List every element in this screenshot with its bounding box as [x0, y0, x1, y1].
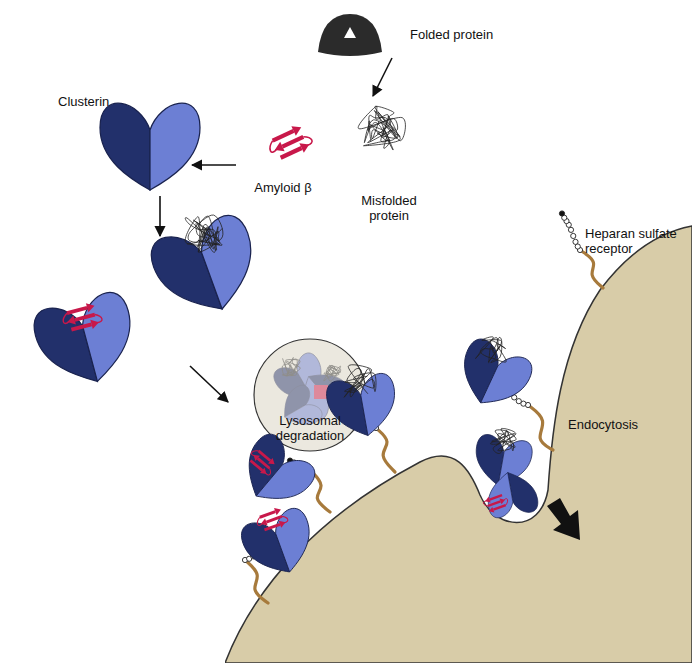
part-label: Folded protein: [410, 27, 520, 42]
process-label: Endocytosis: [568, 417, 658, 432]
clusterin: [237, 505, 321, 584]
clusterin: [29, 288, 143, 393]
part-label: Misfolded protein: [353, 193, 425, 223]
amyloid-beta: [245, 445, 279, 478]
part-label: Heparan sulfate receptor: [585, 226, 689, 256]
folded-protein-icon: [318, 14, 382, 56]
cell-region: Lysosomal degradation Endocytosis: [225, 200, 692, 663]
misfolded-protein: [324, 365, 341, 381]
endocytosis-arrow: [547, 498, 580, 540]
misfolded-protein: [476, 337, 507, 363]
clusterin: [324, 371, 401, 441]
clusterin: [145, 210, 269, 326]
clusterin: [450, 335, 537, 417]
amyloid-beta: [60, 300, 104, 336]
organelle-label: Lysosomal degradation: [270, 413, 350, 443]
misfolded-protein: [490, 428, 516, 453]
amyloid-beta: [265, 121, 315, 165]
amyloid-beta: [482, 491, 510, 515]
part-label: Clusterin: [58, 94, 148, 109]
misfolded-protein: [185, 215, 223, 253]
protein-complexes: [29, 103, 603, 603]
part-label: Amyloid β: [243, 180, 323, 195]
clusterin: [100, 103, 200, 190]
misfolded-protein: [358, 106, 405, 150]
misfolded-protein: [282, 357, 300, 376]
clusterin: [483, 468, 539, 519]
misfolded-protein: [198, 224, 222, 251]
misfolded-protein: [344, 365, 376, 398]
clusterin: [230, 429, 320, 518]
misfolded-protein: [368, 115, 398, 148]
amyloid-beta: [254, 505, 289, 535]
